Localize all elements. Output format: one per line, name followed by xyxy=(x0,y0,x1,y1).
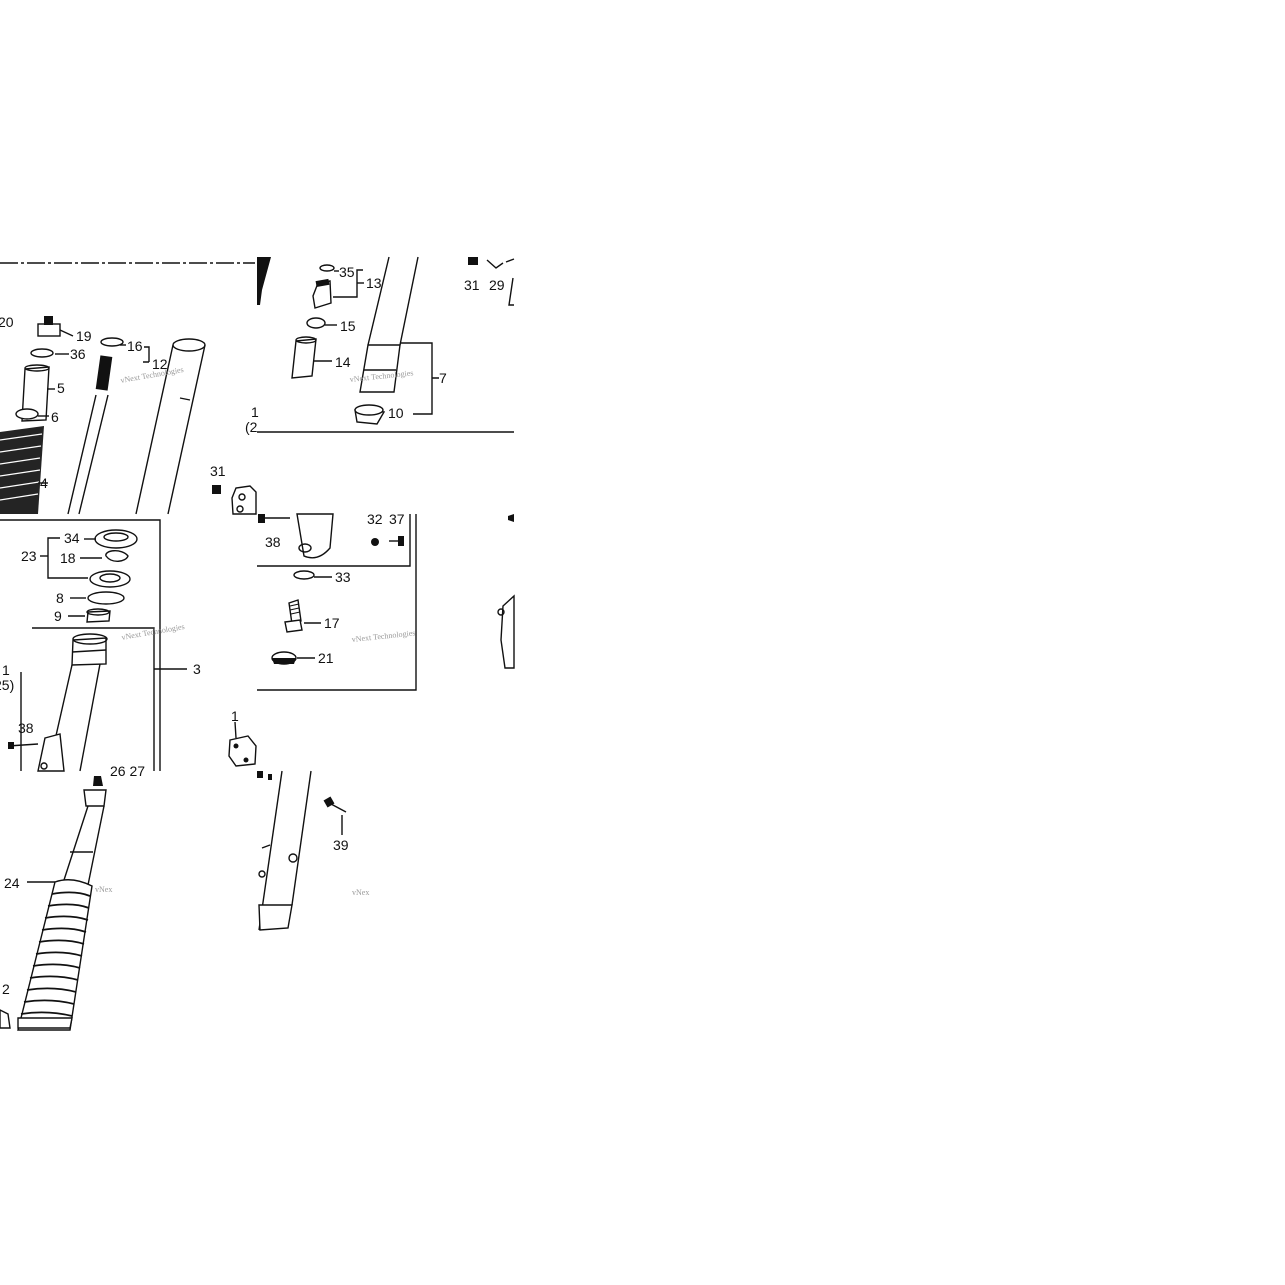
callout-35: 35 xyxy=(339,264,355,280)
callout-19: 19 xyxy=(76,328,92,344)
bolt-38-b xyxy=(258,514,290,523)
o-ring-36 xyxy=(30,348,54,358)
tile-middle-left: vNext Technologies 34 23 18 8 9 3 1 25) … xyxy=(0,519,201,779)
fork-inner-tube xyxy=(135,338,206,515)
o-ring-35 xyxy=(319,264,335,272)
caliper-fragment xyxy=(500,594,515,669)
fork-cap-bolt xyxy=(37,316,74,337)
callout-20: 20 xyxy=(0,314,14,330)
callout-1-c: 1 xyxy=(231,708,239,724)
callout-39: 39 xyxy=(333,837,349,853)
callout-1-b: 1 xyxy=(2,662,10,678)
callout-31-b: 31 xyxy=(210,463,226,479)
fork-outer-slider xyxy=(359,256,419,393)
damper-rod xyxy=(67,337,124,515)
bolt-38-a xyxy=(7,742,39,749)
callout-24: 24 xyxy=(4,875,20,891)
washer-33 xyxy=(293,570,315,580)
callout-15: 15 xyxy=(340,318,356,334)
bolt-39 xyxy=(323,796,347,813)
slider-lower-end xyxy=(296,513,334,559)
bolt-2 xyxy=(0,1009,11,1029)
nut-31-b xyxy=(212,485,221,494)
callout-4: 4 xyxy=(40,475,48,491)
fork-spring xyxy=(0,426,44,514)
callout-31: 31 xyxy=(464,277,480,293)
fork-slider-lower xyxy=(258,770,312,931)
callout-36: 36 xyxy=(70,346,86,362)
callout-26-27: 26 27 xyxy=(110,763,145,779)
bolt-37 xyxy=(389,536,404,546)
nut-31 xyxy=(468,257,478,265)
watermark: vNext Technologies xyxy=(351,628,416,644)
bushing-9 xyxy=(86,608,111,623)
tile-top-middle: vNext Technologies 35 13 15 14 7 10 31 2… xyxy=(245,256,515,435)
callout-18: 18 xyxy=(60,550,76,566)
piston-ring-14 xyxy=(291,336,317,379)
washer-8 xyxy=(87,591,125,605)
callout-13: 13 xyxy=(366,275,382,291)
tile-middle-middle: vNext Technologies 38 32 37 33 17 21 xyxy=(257,511,417,691)
bushing-10 xyxy=(354,404,386,425)
tile-center-strip: 31 xyxy=(210,463,257,515)
callout-32: 32 xyxy=(367,511,383,527)
callout-29: 29 xyxy=(489,277,505,293)
callout-33: 33 xyxy=(335,569,351,585)
watermark-short: vNex xyxy=(352,888,369,897)
washer-6 xyxy=(15,408,39,420)
washer-32 xyxy=(371,538,379,546)
fork-assembly-with-boot xyxy=(17,776,107,1031)
callout-10: 10 xyxy=(388,405,404,421)
callout-21: 21 xyxy=(318,650,334,666)
callout-3: 3 xyxy=(193,661,201,677)
tile-bottom-middle: vNex 1 39 xyxy=(228,708,369,931)
callout-12: 12 xyxy=(152,356,168,372)
callout-34: 34 xyxy=(64,530,80,546)
seat-15 xyxy=(306,317,326,329)
watermark-short: vNex xyxy=(95,885,112,894)
axle-holder-1 xyxy=(228,721,257,767)
callout-38-a: 38 xyxy=(18,720,34,736)
callout-14: 14 xyxy=(335,354,351,370)
spacer-collar-5 xyxy=(21,364,50,422)
damper-valve-13 xyxy=(312,278,332,309)
callout-37: 37 xyxy=(389,511,405,527)
callout-38-b: 38 xyxy=(265,534,281,550)
callout-5: 5 xyxy=(57,380,65,396)
callout-2: 2 xyxy=(2,981,10,997)
fork-slider-3 xyxy=(37,633,108,772)
callout-1: 1 xyxy=(251,404,259,420)
callout-8: 8 xyxy=(56,590,64,606)
callout-2-paren: (2 xyxy=(245,419,258,435)
callout-7: 7 xyxy=(439,370,447,386)
callout-16: 16 xyxy=(127,338,143,354)
callout-23: 23 xyxy=(21,548,37,564)
tile-middle-right xyxy=(497,514,515,669)
callout-17: 17 xyxy=(324,615,340,631)
callout-6: 6 xyxy=(51,409,59,425)
oil-seal-21 xyxy=(271,651,297,665)
circlip-18 xyxy=(105,550,129,562)
callout-25-paren: 25) xyxy=(0,677,14,693)
oil-seal xyxy=(89,570,131,588)
callout-9: 9 xyxy=(54,608,62,624)
watermark: vNext Technologies xyxy=(121,622,186,642)
dust-seal-34 xyxy=(94,529,138,549)
socket-bolt-17 xyxy=(284,599,303,633)
tile-top-left: vNext Technologies 20 19 36 5 6 4 16 12 xyxy=(0,262,255,515)
tile-bottom-left: vNex 24 2 xyxy=(0,776,112,1031)
